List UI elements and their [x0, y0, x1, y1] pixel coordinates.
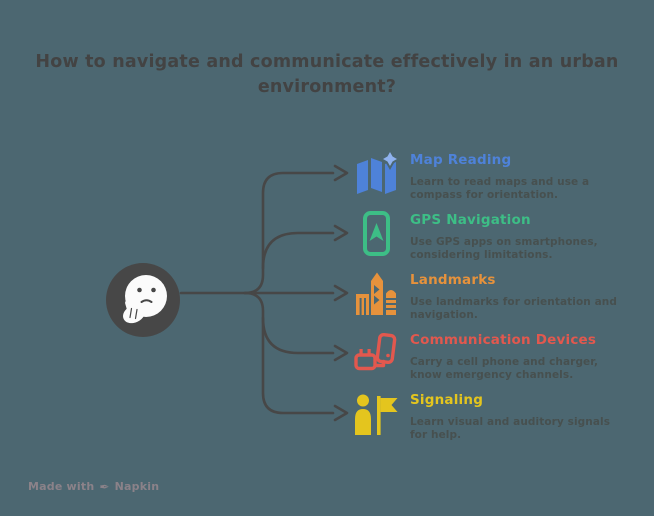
item-description: Use GPS apps on smartphones, considering… — [410, 235, 598, 262]
made-with-label: Made with — [28, 480, 95, 493]
item-heading: GPS Navigation — [410, 212, 531, 228]
city-buildings-icon — [352, 270, 400, 318]
arrowhead-4 — [333, 344, 349, 362]
connector-branch-1 — [243, 171, 335, 295]
arrowhead-3 — [333, 284, 349, 302]
napkin-attribution: Made with ✒ Napkin — [28, 480, 159, 493]
item-heading: Map Reading — [410, 152, 512, 168]
connector-branch-5 — [243, 291, 335, 415]
napkin-brand: Napkin — [114, 480, 160, 493]
item-gps-navigation: GPS Navigation Use GPS apps on smartphon… — [352, 210, 618, 263]
phone-and-charger-icon — [352, 330, 400, 378]
folded-map-compass-icon — [352, 147, 402, 198]
item-heading: Signaling — [410, 392, 484, 408]
smartphone-navigation-icon — [352, 210, 400, 258]
item-heading: Landmarks — [410, 272, 496, 288]
infographic-title: How to navigate and communicate effectiv… — [35, 52, 619, 98]
arrowhead-1 — [333, 164, 349, 182]
item-signaling: Signaling Learn visual and auditory sign… — [352, 390, 618, 443]
connector-branch-2 — [261, 231, 335, 270]
item-description: Learn visual and auditory signals for he… — [410, 415, 611, 442]
connector-branch-4 — [261, 316, 335, 355]
item-heading: Communication Devices — [410, 332, 597, 348]
item-map-reading: Map Reading Learn to read maps and use a… — [352, 147, 618, 203]
thinking-face-icon — [106, 263, 180, 337]
item-communication-devices: Communication Devices Carry a cell phone… — [352, 330, 618, 383]
arrowhead-2 — [333, 224, 349, 242]
arrowhead-5 — [333, 404, 349, 422]
pen-nib-icon: ✒ — [99, 479, 110, 494]
item-description: Learn to read maps and use a compass for… — [410, 175, 590, 202]
item-landmarks: Landmarks Use landmarks for orientation … — [352, 270, 618, 323]
person-with-flag-icon — [352, 390, 400, 438]
item-description: Carry a cell phone and charger, know eme… — [410, 355, 599, 382]
item-description: Use landmarks for orientation and naviga… — [410, 295, 617, 322]
